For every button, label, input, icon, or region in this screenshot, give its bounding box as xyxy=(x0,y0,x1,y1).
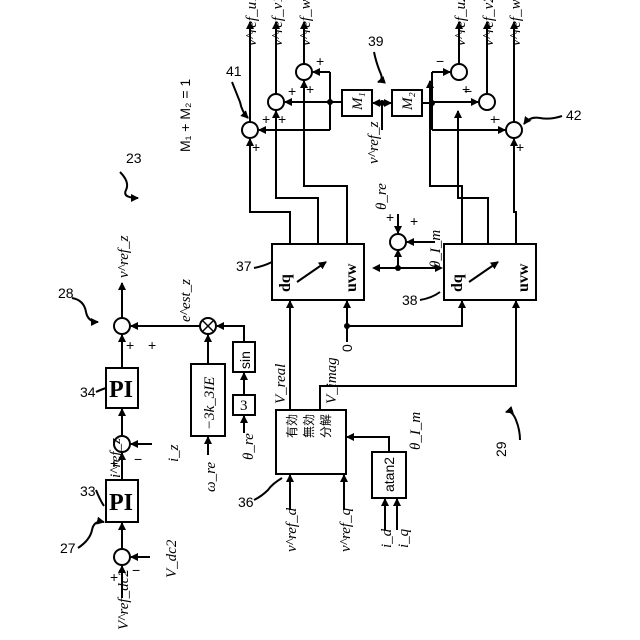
equation-label: M₁ + M₂ = 1 xyxy=(177,79,193,152)
m1-label: M₁ xyxy=(350,92,366,111)
omega-re-label: ω_re xyxy=(203,462,219,492)
ref-37: 37 xyxy=(236,258,252,274)
ref-28: 28 xyxy=(58,285,74,301)
dq-label-2: dq xyxy=(449,274,466,292)
ref-42: 42 xyxy=(566,107,582,123)
sign-dc-minus: − xyxy=(132,562,140,578)
ref-36: 36 xyxy=(238,494,254,510)
sign-u1-plus-1: + xyxy=(252,139,260,155)
sin-label: sin xyxy=(237,351,253,369)
id-label: i_d xyxy=(379,528,395,548)
vdc2-label: V_dc2 xyxy=(164,539,180,578)
ref-34: 34 xyxy=(80,384,96,400)
dq-label-1: dq xyxy=(277,274,294,292)
zero-label: 0 xyxy=(339,344,355,352)
sum-u1 xyxy=(242,122,258,138)
ref-38: 38 xyxy=(402,292,418,308)
decomp-line-1: 有効 xyxy=(284,414,299,438)
sign-theta-plus-1: + xyxy=(386,209,394,225)
sign-dc-plus: + xyxy=(110,569,118,585)
decomp-line-2: 無効 xyxy=(301,414,316,438)
sign-v1-plus-1: + xyxy=(278,111,286,127)
vreal-label: V_real xyxy=(273,364,289,404)
ref-33: 33 xyxy=(80,483,96,499)
atan2-label: atan2 xyxy=(381,457,397,492)
sign-w2-minus: − xyxy=(492,111,500,127)
theta-re-top-label: θ_re xyxy=(374,183,390,210)
summing-junction-theta xyxy=(390,234,406,250)
iq-label: i_q xyxy=(396,528,412,548)
m2-label: M₂ xyxy=(400,92,416,111)
decomp-line-3: 分解 xyxy=(319,414,333,438)
vq-ref-label: v^ref_q xyxy=(338,507,354,552)
sign-u2-minus: − xyxy=(436,53,444,69)
k3ie-label: −3k_3IE xyxy=(202,377,218,430)
sum-v2 xyxy=(479,94,495,110)
sign-w2-plus: + xyxy=(516,139,524,155)
sum-w2 xyxy=(506,122,522,138)
pi-1-label: PI xyxy=(109,490,133,516)
out-u1: v^ref_u1 xyxy=(244,0,260,46)
theta-im-label: θ_I_m xyxy=(428,230,444,268)
summing-junction-vz xyxy=(114,318,130,334)
sign-vz-plus-1: + xyxy=(126,337,134,353)
pi-2-label: PI xyxy=(109,377,133,403)
gain-3-label: 3 xyxy=(240,398,248,414)
coordinate-transforms xyxy=(272,214,536,342)
summing-junction-dc xyxy=(114,549,130,565)
theta-im-b-label: θ_I_m xyxy=(408,412,424,450)
vz-ref-label: v^ref_z xyxy=(116,235,132,278)
vd-ref-label: v^ref_d xyxy=(284,507,300,552)
ref-39: 39 xyxy=(368,33,384,49)
out-u2: v^ref_u2 xyxy=(453,0,469,46)
sum-w1 xyxy=(296,64,312,80)
out-v2: v^ref_v2 xyxy=(481,0,497,46)
labels: 23 27 28 29 33 34 36 37 38 39 41 42 M₁ +… xyxy=(58,0,582,630)
sign-v2-minus: − xyxy=(464,83,472,99)
sign-theta-plus-2: + xyxy=(410,213,418,229)
sum-u2 xyxy=(451,64,467,80)
sum-v1 xyxy=(268,94,284,110)
sign-vz-plus-2: + xyxy=(148,337,156,353)
vimag-label: V_imag xyxy=(324,357,340,404)
uvw-label-1: uvw xyxy=(343,263,360,292)
sign-v1-plus-2: + xyxy=(288,83,296,99)
out-v1: v^ref_v1 xyxy=(270,0,286,46)
vz-ref-mid-label: v^ref_z xyxy=(366,121,382,164)
ez-est-label: e^est_z xyxy=(178,279,194,322)
sign-iz-plus: + xyxy=(110,455,118,471)
output-group-1 xyxy=(242,22,422,244)
sign-w1-plus-2: + xyxy=(316,53,324,69)
out-w1: v^ref_w1 xyxy=(298,0,314,46)
ref-27: 27 xyxy=(60,540,76,556)
sign-u1-plus-2: + xyxy=(262,111,270,127)
sign-w1-plus-1: + xyxy=(306,81,314,97)
ref-29: 29 xyxy=(493,441,509,457)
ref-23: 23 xyxy=(126,150,142,166)
sign-iz-minus: − xyxy=(134,451,142,467)
ref-41: 41 xyxy=(226,63,242,79)
iz-label: i_z xyxy=(166,444,182,462)
theta-re-label: θ_re xyxy=(241,433,257,460)
uvw-label-2: uvw xyxy=(515,263,532,292)
out-w2: v^ref_w2 xyxy=(508,0,524,46)
vdc2-ref-label: V^ref_dc2 xyxy=(116,569,132,630)
